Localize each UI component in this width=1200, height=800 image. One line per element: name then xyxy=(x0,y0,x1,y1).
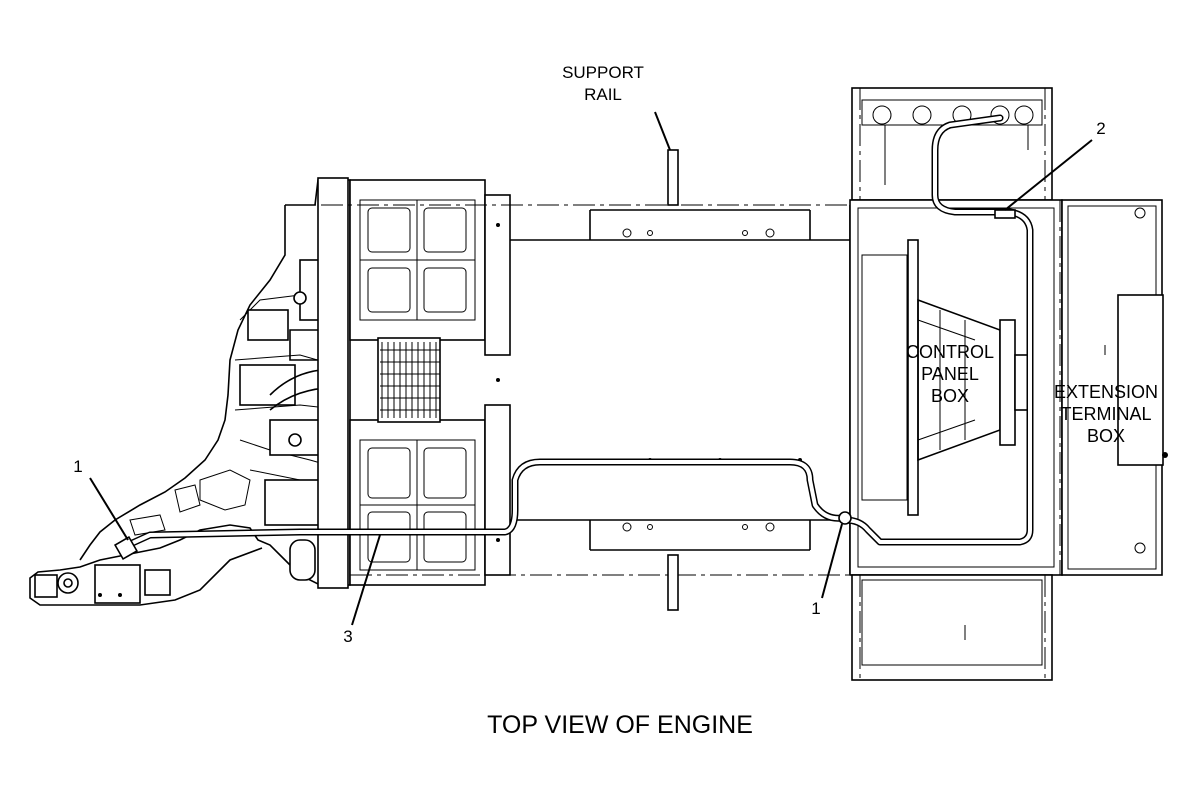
control-panel-box-label-line1: CONTROL xyxy=(906,342,994,362)
extension-terminal-box-shape xyxy=(1061,199,1168,576)
flywheel-housing xyxy=(317,177,511,589)
hose-assembly xyxy=(113,114,1034,561)
extension-terminal-box-label-line2: TERMINAL xyxy=(1060,404,1151,424)
control-panel-box-label-line2: PANEL xyxy=(921,364,979,384)
callout-1-left: 1 xyxy=(73,457,82,476)
callout-2: 2 xyxy=(1096,119,1105,138)
extension-terminal-box-label-line3: BOX xyxy=(1087,426,1125,446)
callout-1-right: 1 xyxy=(811,599,820,618)
support-rail-label-line2: RAIL xyxy=(584,85,622,104)
engine-block xyxy=(29,179,351,606)
leader-lines xyxy=(89,111,1093,626)
base-frame xyxy=(285,149,855,611)
diagram-caption: TOP VIEW OF ENGINE xyxy=(487,711,753,739)
control-panel-box-label-line3: BOX xyxy=(931,386,969,406)
callout-3: 3 xyxy=(343,627,352,646)
extension-terminal-box-label-line1: EXTENSION xyxy=(1054,382,1158,402)
support-rail-label-line1: SUPPORT xyxy=(562,63,644,82)
